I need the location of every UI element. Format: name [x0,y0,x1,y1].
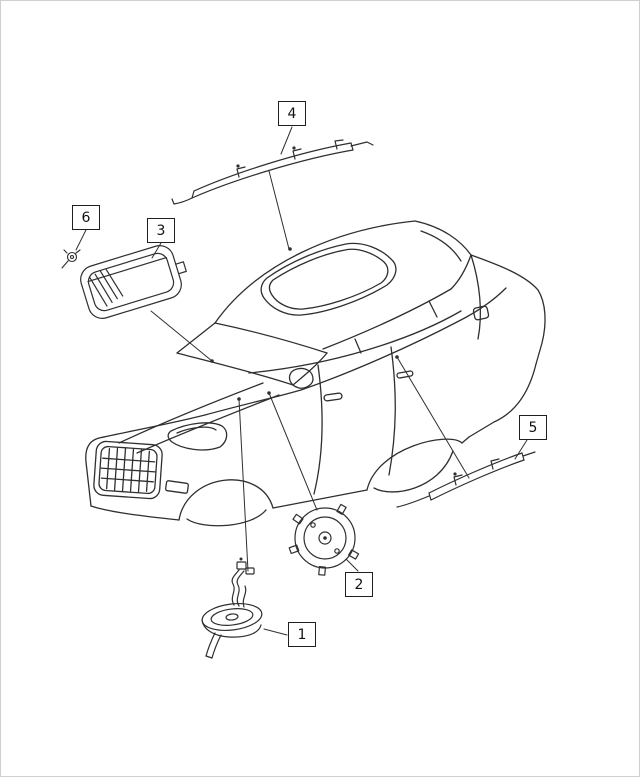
car-fuel-door [472,305,490,321]
car-sunroof-outer [260,242,397,316]
car-windshield-top [214,322,328,354]
car-front-door-handle [323,392,343,402]
car-rear-door-window-edge [428,300,438,318]
leader-callout-1 [263,628,288,636]
callout-5-label: 5 [528,419,538,436]
car-rear-tire [373,450,454,493]
callout-4-label: 4 [287,105,297,122]
car-body-illustration [85,220,546,527]
callout-3-label: 3 [156,222,166,239]
part-2-clockspring-disc [288,503,360,576]
reference-lines [150,170,470,572]
part-1-clockspring-assembly [201,557,263,659]
car-sunroof-inner [268,248,389,310]
part-5-side-curtain-airbag-right [396,451,536,508]
car-rear-window-inner [420,230,462,262]
reference-line-part3 [150,310,213,362]
car-front-lower [90,505,180,521]
callout-6-label: 6 [81,209,91,226]
car-headlight-inner [176,426,217,434]
car-rear-wheel-arch [366,438,463,491]
car-windshield-right-edge [292,352,328,386]
callout-6[interactable]: 6 [72,205,100,230]
car-front-door-cut [313,364,323,495]
car-front-tire [186,509,267,527]
car-trunk-cut [470,254,482,340]
callout-4[interactable]: 4 [278,101,306,126]
car-trunk-top [470,254,539,291]
reference-line-part2 [268,392,318,511]
car-rocker [272,489,368,509]
car-rear-door-handle [396,370,414,379]
car-rear-door-cut [388,346,396,476]
leader-callout-6 [75,229,87,251]
car-anchor-points [210,247,399,401]
car-windshield-base [176,352,294,386]
car-front-wheel-arch [178,479,274,521]
car-roof-rail [322,288,452,350]
car-hood-crease-1 [118,382,264,444]
reference-line-part4 [268,170,290,250]
car-hood-crease-2 [136,394,280,454]
part-4-side-curtain-airbag-left [171,139,374,205]
car-rear-bumper [468,363,537,438]
callout-3[interactable]: 3 [147,218,175,243]
callout-leader-lines [75,126,528,636]
callout-5[interactable]: 5 [519,415,547,440]
callout-2[interactable]: 2 [345,572,373,597]
part-6-fastener-clip [61,249,81,269]
leader-callout-3 [151,242,162,259]
leader-callout-4 [280,126,293,155]
reference-line-part1 [238,398,249,572]
car-rear-lower [461,436,470,444]
car-b-pillar [354,338,362,354]
car-headlight [167,422,228,451]
car-mirror [288,367,314,389]
callout-1[interactable]: 1 [288,622,316,647]
car-window-sill [248,310,462,374]
callout-1-label: 1 [297,626,307,643]
leader-callout-5 [514,439,528,460]
car-rear-panel [535,289,546,365]
reference-line-part5 [396,356,470,479]
car-fog-lamp [165,480,189,494]
car-grille [93,440,163,500]
leader-callout-2 [345,558,359,572]
callout-2-label: 2 [354,576,364,593]
part-3-passenger-airbag-module [80,245,187,319]
car-c-pillar [450,254,472,290]
car-roofline [214,220,416,324]
car-a-pillar [176,322,216,354]
car-rear-window-edge [414,220,472,256]
